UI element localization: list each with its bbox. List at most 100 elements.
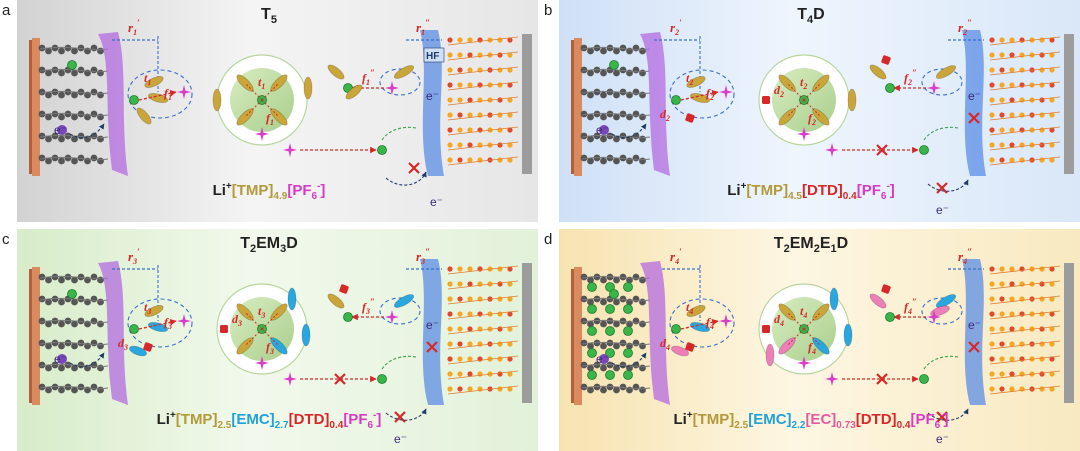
- graphite-atom: [90, 154, 98, 162]
- cathode-atom: [1049, 296, 1055, 302]
- cathode-atom: [1049, 281, 1055, 287]
- f-bond-line: [138, 90, 177, 101]
- graphite-atom: [45, 47, 52, 55]
- f-label: f2: [706, 86, 714, 102]
- graphite-atom: [613, 113, 620, 121]
- cathode-atom: [467, 296, 473, 302]
- cathode-layer: [989, 355, 1061, 365]
- graphite-layer: [39, 297, 109, 302]
- cathode-atom: [447, 52, 453, 58]
- panel-title: T4D: [542, 6, 1080, 26]
- free-li-ion: [609, 60, 619, 70]
- cathode-atom: [447, 296, 453, 302]
- cathode-atom: [1009, 142, 1015, 148]
- graphite-atom: [580, 361, 588, 369]
- intercalated-li-ion: [587, 326, 597, 336]
- hf-badge: [423, 47, 445, 63]
- graphite-atom: [639, 298, 646, 306]
- graphite-layer: [39, 385, 109, 390]
- cathode-atom: [1039, 356, 1045, 362]
- cathode-atom: [507, 356, 513, 362]
- migrating-pf6-anion: [283, 143, 297, 157]
- formula-part: [EMC]: [231, 411, 275, 428]
- graphite-atom: [38, 273, 46, 281]
- graphite-atom: [45, 69, 52, 77]
- graphite-atom: [580, 132, 588, 140]
- graphite-atom: [90, 88, 98, 96]
- interface-li-ion: [377, 374, 387, 384]
- blocked-reaction-mark: [968, 112, 980, 124]
- graphite-atom: [58, 320, 65, 328]
- cathode-atom: [497, 52, 503, 58]
- cathode-atom: [447, 97, 453, 103]
- solvent-molecule: [144, 305, 164, 317]
- solvent-molecule: [136, 107, 152, 125]
- cathode-electron-label: e⁻: [426, 89, 439, 103]
- d-label: d3: [118, 336, 128, 352]
- solvation-outline: [669, 298, 735, 348]
- graphite-atom: [71, 135, 78, 143]
- formula-part: 2.7: [274, 420, 289, 431]
- formula-part: 2.5: [734, 420, 749, 431]
- f-bond-line: [138, 319, 177, 330]
- free-solvent: [843, 323, 853, 347]
- cathode-atom: [457, 82, 463, 88]
- formula-part: 6: [880, 191, 887, 202]
- panel-label: c: [2, 231, 10, 248]
- formula-part: [TMP]: [231, 182, 274, 199]
- electron-path: [69, 352, 105, 368]
- cathode-current-collector: [1064, 34, 1074, 174]
- graphite-atom: [97, 364, 104, 372]
- cathode-layer: [989, 111, 1061, 121]
- cathode-atom: [497, 266, 503, 272]
- cathode-atom: [1049, 341, 1055, 347]
- anode-interphase: [640, 261, 670, 405]
- cathode-layer: [989, 96, 1061, 106]
- title-tail-2: E: [819, 235, 831, 252]
- graphite-atom: [632, 88, 640, 96]
- graphite-atom: [600, 364, 607, 372]
- graphite-atom: [90, 273, 98, 281]
- graphite-atom: [97, 276, 104, 284]
- cathode-atom: [447, 266, 453, 272]
- cathode-atom: [989, 386, 995, 392]
- electron-dot: [599, 354, 609, 364]
- cathode-layer: [447, 81, 519, 91]
- graphite-atom: [639, 364, 646, 372]
- graphite-atom: [38, 88, 46, 96]
- graphite-atom: [71, 157, 78, 165]
- formula-part: 4.5: [788, 191, 802, 202]
- cathode-atom: [1039, 112, 1045, 118]
- title-subscript: 5: [270, 14, 277, 27]
- cathode-atom: [507, 266, 513, 272]
- solvated-li-ion: [671, 95, 681, 105]
- electrolyte-formula: Li+[TMP]4.9[PF6-]: [0, 181, 538, 202]
- cathode-interphase: [420, 30, 444, 176]
- cathode-atom: [507, 311, 513, 317]
- cathode-atom: [989, 112, 995, 118]
- title-tail: D: [813, 6, 825, 23]
- cathode-atom: [497, 157, 503, 163]
- electron-path: [69, 123, 105, 139]
- graphite-atom: [58, 69, 65, 77]
- cathode-electron-bottom-label: e⁻: [394, 432, 407, 446]
- cathode-atom: [507, 157, 513, 163]
- released-li-ion: [885, 83, 895, 93]
- cathode-layer: [447, 51, 519, 61]
- graphite-atom: [587, 135, 594, 143]
- title-subscript-2: 3: [280, 243, 287, 256]
- intercalated-li-ion: [623, 348, 633, 358]
- cathode-atom: [467, 326, 473, 332]
- title-tail: EM: [789, 235, 814, 252]
- cathode-layer: [447, 310, 519, 320]
- graphite-atom: [38, 317, 46, 325]
- graphite-atom: [587, 69, 594, 77]
- graphite-atom: [58, 298, 65, 306]
- graphite-layer: [39, 319, 109, 324]
- released-solvent: [327, 64, 345, 80]
- sheath-pf6-anion: [797, 127, 811, 141]
- cathode-layer: [989, 310, 1061, 320]
- cathode-layer: [447, 355, 519, 365]
